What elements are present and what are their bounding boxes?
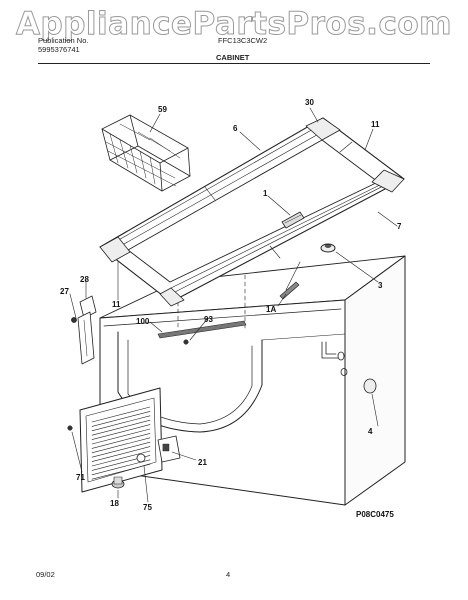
callout-27: 27 (60, 287, 69, 296)
grille-slat (91, 424, 151, 440)
leveler-foot (111, 476, 125, 489)
grille-slat (91, 406, 151, 423)
grille-slat (91, 411, 151, 427)
callout-75: 75 (143, 503, 152, 512)
callout-4: 4 (368, 427, 373, 436)
model-number: FFC13C3CW2 (218, 36, 268, 45)
grille-slat (91, 433, 151, 449)
drain-cap (320, 243, 336, 253)
grille-kickplate (67, 387, 163, 493)
drain-tube (321, 341, 377, 394)
lid-frame (99, 117, 405, 307)
callout-11-lower: 11 (112, 300, 121, 309)
publication-label: Publication No. (38, 36, 89, 45)
callout-100: 100 (136, 317, 150, 326)
grille-slat (91, 437, 151, 454)
callout-7: 7 (397, 222, 402, 231)
callout-1a: 1A (266, 305, 276, 314)
callout-30: 30 (305, 98, 314, 107)
site-watermark: AppliancePartsPros.com (16, 6, 452, 43)
callout-labels: 59 30 6 11 1 7 28 27 11 1A 3 100 93 4 21… (60, 98, 402, 512)
hinge-assembly (71, 295, 97, 365)
wire-basket (101, 114, 191, 192)
leader-lines (69, 107, 398, 503)
callout-21: 21 (198, 458, 207, 467)
trim-strip (157, 320, 247, 345)
callout-71: 71 (76, 473, 85, 482)
header-rule (38, 63, 430, 64)
callout-1: 1 (263, 189, 268, 198)
grille-slat (91, 419, 151, 436)
callout-6: 6 (233, 124, 238, 133)
publication-number: 5995376741 (38, 45, 80, 54)
footer-date: 09/02 (36, 570, 55, 579)
callout-59: 59 (158, 105, 167, 114)
callout-18: 18 (110, 499, 119, 508)
drawing-code: P08C0475 (356, 510, 394, 519)
grille-slat (91, 441, 151, 458)
cord-strip (279, 261, 301, 300)
callout-28: 28 (80, 275, 89, 284)
grille-slat (91, 450, 151, 467)
grille-slat (91, 415, 151, 432)
grille-slat (91, 446, 151, 462)
footer-page-number: 4 (226, 570, 231, 579)
grille-slat (91, 428, 151, 445)
grille-slat (91, 463, 151, 480)
power-unit (136, 435, 181, 463)
callout-3: 3 (378, 281, 383, 290)
callout-11-upper: 11 (371, 120, 380, 129)
callout-93: 93 (204, 315, 213, 324)
section-title: CABINET (216, 53, 250, 62)
